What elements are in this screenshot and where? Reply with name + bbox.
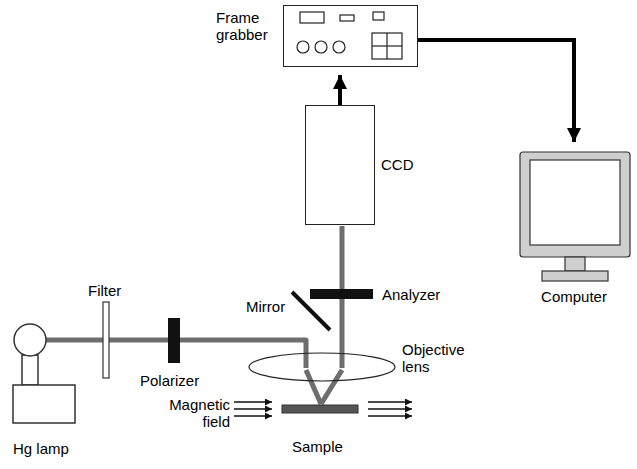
filter-plate <box>103 302 109 378</box>
node-label: Frame grabber <box>216 9 278 43</box>
computer-monitor-icon <box>520 152 630 281</box>
mirror-label: Mirror <box>246 298 285 315</box>
computer-node: Computer <box>516 150 632 308</box>
ccd-camera-box: CCD <box>305 105 375 225</box>
magnetic-field-label: Magnetic field <box>150 396 230 430</box>
node-label: CCD <box>381 156 414 173</box>
node-label: Computer <box>516 288 632 305</box>
light-beam <box>46 226 342 404</box>
frame-grabber-box: Frame grabber <box>283 5 418 67</box>
analyzer-plate <box>310 289 373 299</box>
sample-label: Sample <box>292 438 343 455</box>
filter-label: Filter <box>88 282 121 299</box>
signal-arrow <box>338 75 342 105</box>
hg-lamp <box>13 324 75 423</box>
objective-lens <box>249 353 395 381</box>
signal-arrow <box>418 40 574 142</box>
magnetic-field-arrows <box>234 402 412 416</box>
hg-lamp-label: Hg lamp <box>13 440 69 457</box>
analyzer-label: Analyzer <box>382 286 440 303</box>
frame-grabber-panel <box>297 12 402 59</box>
sample-plate <box>282 405 358 413</box>
objective-lens-label: Objective lens <box>402 341 474 375</box>
polarizer-label: Polarizer <box>140 372 199 389</box>
polarizer-plate <box>168 318 180 363</box>
